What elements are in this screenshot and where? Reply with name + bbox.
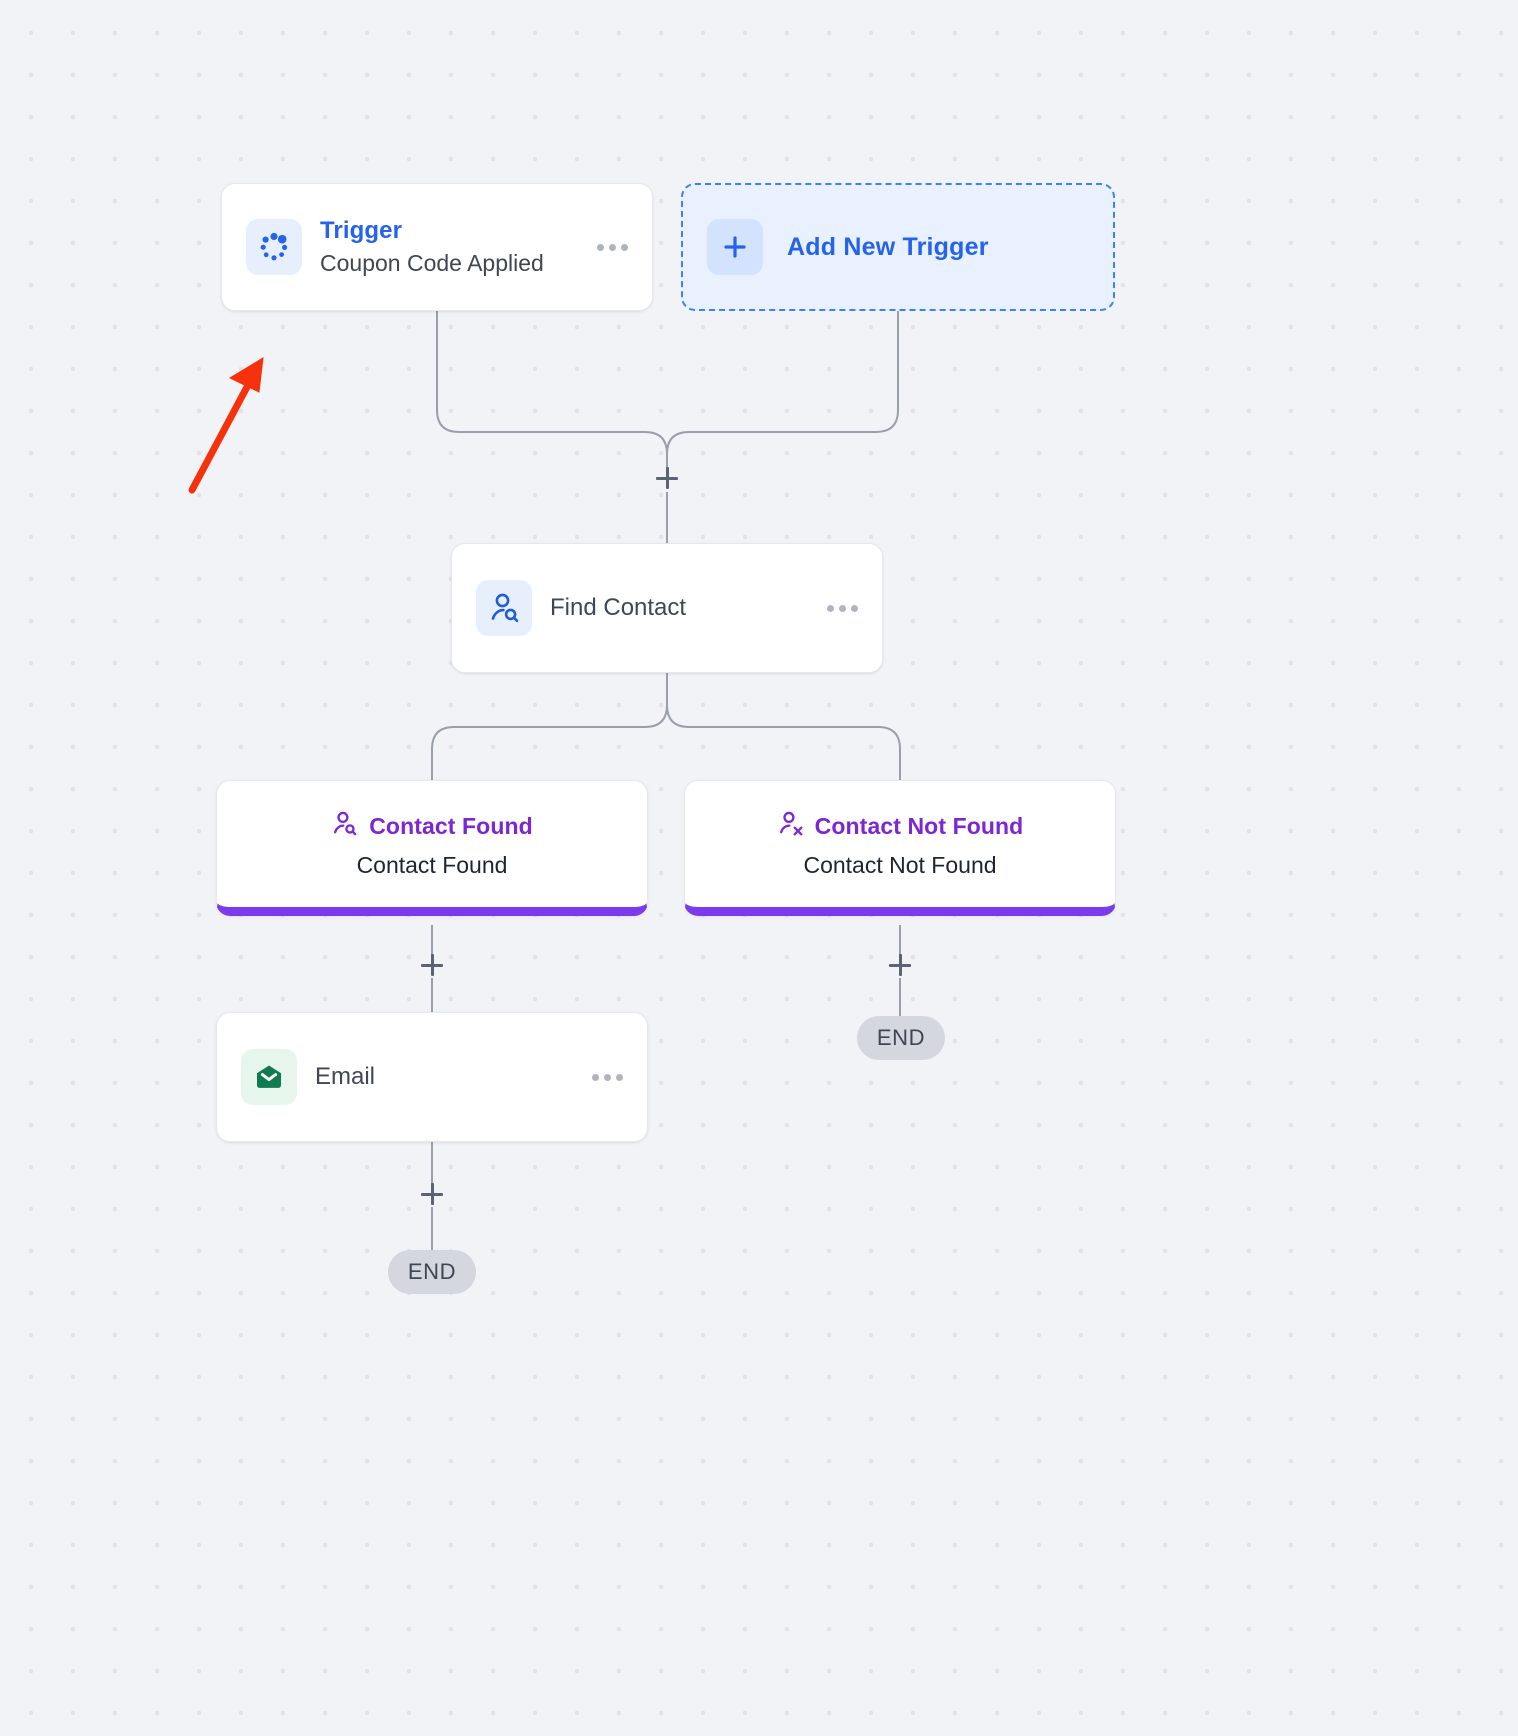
person-x-icon [777,810,805,844]
end-badge-left: END [388,1250,476,1294]
branch-contact-not-found-header: Contact Not Found [777,810,1024,844]
add-step-button-after-email[interactable] [418,1180,446,1208]
kebab-menu-icon[interactable] [823,597,862,620]
find-contact-node[interactable]: Find Contact [451,543,883,673]
trigger-title: Trigger [320,217,403,244]
email-label: Email [315,1063,376,1090]
person-search-icon [476,580,532,636]
plus-icon [707,219,763,275]
branch-contact-found-header: Contact Found [331,810,533,844]
person-search-icon [331,810,359,844]
add-new-trigger-button[interactable]: Add New Trigger [681,183,1115,311]
branch-contact-not-found-title: Contact Not Found [814,813,1024,839]
add-new-trigger-label: Add New Trigger [787,232,989,261]
add-step-button-after-trigger[interactable] [653,464,681,492]
kebab-menu-icon[interactable] [588,1066,627,1089]
add-step-button-contact-found[interactable] [418,951,446,979]
add-step-button-contact-not-found[interactable] [886,951,914,979]
branch-contact-found-subtitle: Contact Found [356,851,508,878]
trigger-dots-icon [246,219,302,275]
branch-contact-not-found-subtitle: Contact Not Found [803,851,997,878]
trigger-subtitle: Coupon Code Applied [320,250,544,276]
end-badge-right: END [857,1016,945,1060]
kebab-menu-icon[interactable] [593,236,632,259]
branch-contact-found-title: Contact Found [369,813,533,839]
branch-contact-found[interactable]: Contact Found Contact Found [216,780,648,916]
find-contact-label: Find Contact [550,594,687,621]
trigger-node[interactable]: Trigger Coupon Code Applied [221,183,653,311]
branch-contact-not-found[interactable]: Contact Not Found Contact Not Found [684,780,1116,916]
envelope-icon [241,1049,297,1105]
email-node[interactable]: Email [216,1012,648,1142]
